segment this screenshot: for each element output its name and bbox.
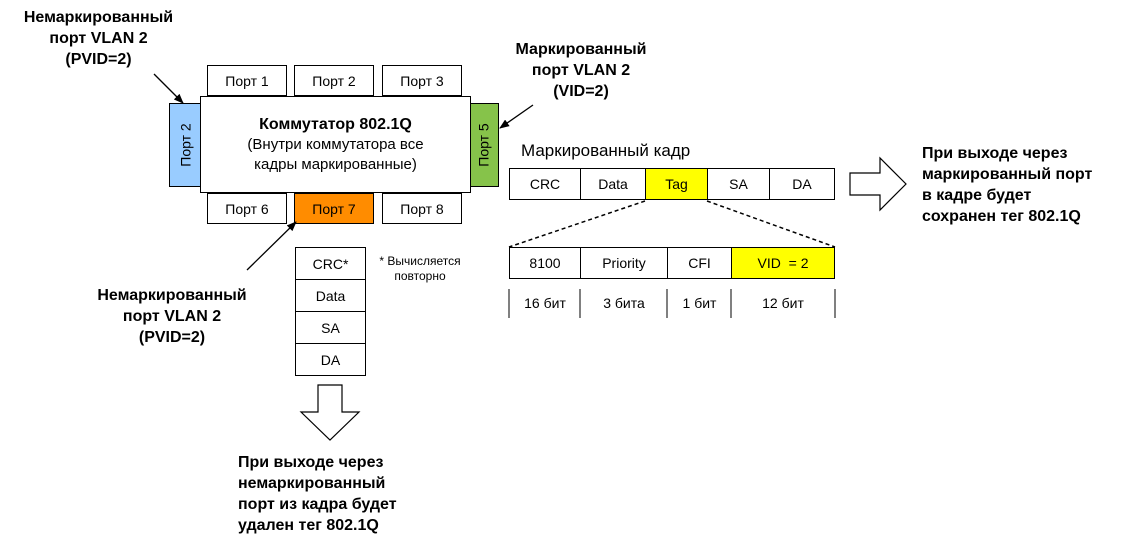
port-2-top: Порт 2 [294,65,374,96]
arrow-to-right-port [499,104,534,129]
tag-field-priority: Priority [580,247,668,279]
exit-untagged-note: При выходе через немаркированный порт из… [238,454,397,534]
untagged-frame-da: DA [295,343,366,376]
tag-expand-left [508,200,646,248]
port-3: Порт 3 [382,65,462,96]
port-2-left: Порт 2 [169,103,202,187]
untagged-port-label-bottom: Немаркированный порт VLAN 2 (PVID=2) [97,287,247,346]
tag-field-vid: VID = 2 [731,247,835,279]
tag-expand-right [706,200,836,248]
tag-size-1: 1 бит [682,295,717,311]
arrow-to-left-port [153,73,184,104]
port-7: Порт 7 [294,193,374,224]
crc-footnote: * Вычисляется повторно [379,254,461,283]
tagged-frame-sa: SA [707,168,770,200]
tag-field-8100: 8100 [509,247,581,279]
switch-title: Коммутатор 802.1Q [259,115,412,133]
port-1: Порт 1 [207,65,287,96]
arrow-to-port-7 [246,221,297,271]
tagged-frame-tag: Tag [645,168,708,200]
tagged-frame-da: DA [769,168,835,200]
tag-size-16: 16 бит [524,295,566,311]
tagged-frame-title: Маркированный кадр [521,141,691,160]
tag-field-cfi: CFI [667,247,732,279]
tagged-port-label: Маркированный порт VLAN 2 (VID=2) [515,41,647,100]
tag-size-3: 3 бита [603,295,645,311]
port-6: Порт 6 [207,193,287,224]
tag-size-12: 12 бит [762,295,804,311]
port-8: Порт 8 [382,193,462,224]
switch-body: Коммутатор 802.1Q (Внутри коммутатора вс… [200,96,471,193]
untagged-port-label-top: Немаркированный порт VLAN 2 (PVID=2) [23,9,174,68]
block-arrow-right [849,156,907,212]
tagged-frame-data: Data [580,168,646,200]
block-arrow-down [299,384,361,441]
tagged-frame-crc: CRC [509,168,581,200]
exit-tagged-note: При выходе через маркированный порт в ка… [922,145,1093,225]
